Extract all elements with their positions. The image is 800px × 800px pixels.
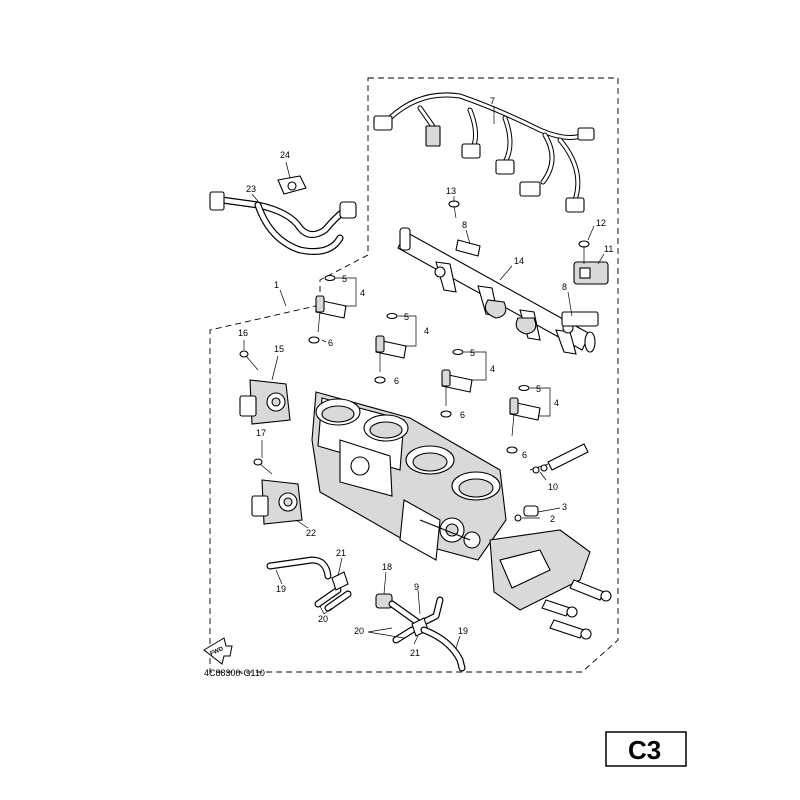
screw-10[interactable] xyxy=(529,443,589,474)
callout-22: 22 xyxy=(306,528,316,538)
callout-1: 1 xyxy=(274,280,279,290)
cover-bolts[interactable] xyxy=(541,579,612,640)
callout-11: 11 xyxy=(604,244,613,254)
callout-6-a: 6 xyxy=(328,338,333,348)
callout-15: 15 xyxy=(274,344,284,354)
injector-3[interactable] xyxy=(440,348,473,418)
callout-17: 17 xyxy=(256,428,266,438)
callout-14: 14 xyxy=(514,256,524,266)
vacuum-hose-20-left[interactable] xyxy=(314,586,352,612)
callout-24: 24 xyxy=(280,150,290,160)
callout-19-right: 19 xyxy=(458,626,468,636)
vacuum-hose-19-lower[interactable] xyxy=(420,626,466,672)
callout-13: 13 xyxy=(446,186,456,196)
accelerator-sensor[interactable] xyxy=(251,479,303,525)
fuel-rail[interactable] xyxy=(397,227,599,355)
wire-harness[interactable] xyxy=(373,92,595,213)
page-code: C3 xyxy=(628,735,661,765)
callout-6-b: 6 xyxy=(394,376,399,386)
assembly-boundary xyxy=(209,77,619,673)
callout-18: 18 xyxy=(382,562,392,572)
screw-13[interactable] xyxy=(448,200,460,219)
part-3[interactable] xyxy=(523,505,539,517)
callout-5-d: 5 xyxy=(536,384,541,394)
vacuum-hose-20-right[interactable] xyxy=(392,626,416,644)
callout-20-left: 20 xyxy=(318,614,328,624)
callout-3: 3 xyxy=(562,502,567,512)
callout-21-bottom: 21 xyxy=(410,648,420,658)
callout-5-b: 5 xyxy=(404,312,409,322)
callout-8-right: 8 xyxy=(562,282,567,292)
callout-2: 2 xyxy=(550,514,555,524)
callout-23: 23 xyxy=(246,184,256,194)
callout-labels: 7 24 23 13 8 12 11 14 8 1 5 4 6 5 4 6 5 … xyxy=(238,96,613,658)
screw-16[interactable] xyxy=(239,350,259,371)
hose-clamp[interactable] xyxy=(277,175,307,195)
callout-4-a: 4 xyxy=(360,288,365,298)
catalog-number: 4C88300-G110 xyxy=(204,668,265,678)
callout-21-top: 21 xyxy=(336,548,346,558)
callout-5-a: 5 xyxy=(342,274,347,284)
callout-19-left: 19 xyxy=(276,584,286,594)
callout-16: 16 xyxy=(238,328,248,338)
callout-9: 9 xyxy=(414,582,419,592)
callout-5-c: 5 xyxy=(470,348,475,358)
vacuum-hose-19-upper[interactable] xyxy=(266,556,332,580)
throttle-cover[interactable] xyxy=(489,529,591,611)
callout-12: 12 xyxy=(596,218,606,228)
part-2[interactable] xyxy=(514,514,522,522)
injector-4[interactable] xyxy=(506,384,541,454)
callout-10: 10 xyxy=(548,482,558,492)
callout-4-d: 4 xyxy=(554,398,559,408)
callout-6-c: 6 xyxy=(460,410,465,420)
page-code-box: C3 xyxy=(605,731,687,767)
throttle-body[interactable] xyxy=(311,391,507,561)
throttle-position-sensor[interactable] xyxy=(239,379,291,425)
callout-6-d: 6 xyxy=(522,450,527,460)
callout-4-b: 4 xyxy=(424,326,429,336)
pressure-sensor[interactable] xyxy=(573,261,609,285)
fwd-arrow-icon: FWD xyxy=(203,637,233,665)
callout-4-c: 4 xyxy=(490,364,495,374)
callout-20-right: 20 xyxy=(354,626,364,636)
screw-17[interactable] xyxy=(253,458,273,475)
injector-2[interactable] xyxy=(374,312,407,384)
fuel-hose[interactable] xyxy=(209,191,357,255)
injector-1[interactable] xyxy=(308,274,347,344)
screw-12[interactable] xyxy=(578,240,590,264)
callout-8-top: 8 xyxy=(462,220,467,230)
leader-lines xyxy=(243,106,605,649)
joint-21-upper[interactable] xyxy=(331,571,349,591)
vacuum-hose-9[interactable] xyxy=(388,596,444,628)
fwd-label: FWD xyxy=(210,646,226,657)
callout-7: 7 xyxy=(490,96,495,106)
